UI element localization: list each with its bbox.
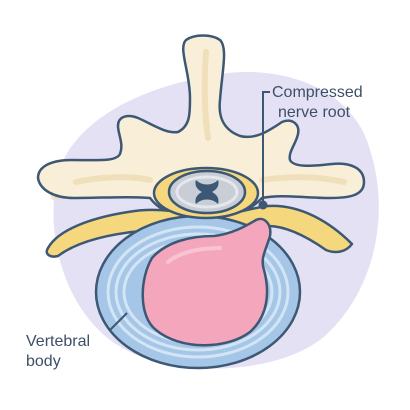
spinal-cord-inner <box>175 175 239 209</box>
herniated-nucleus <box>141 217 272 347</box>
nerve-label-line1: Compressed <box>272 84 363 101</box>
body-label-leader <box>109 312 128 331</box>
annulus-ring-2 <box>114 232 282 352</box>
body-label-line2: body <box>26 353 61 370</box>
spinous-shading <box>201 49 211 141</box>
gray-matter <box>195 180 219 204</box>
annulus-ring-1 <box>106 225 290 359</box>
nerve-label-leader <box>262 91 270 205</box>
nerve-label-line2: nerve root <box>278 104 351 121</box>
arch-shading-right <box>259 174 347 185</box>
body-label-line1: Vertebral <box>26 333 90 350</box>
nucleus-highlight <box>166 246 222 264</box>
arch-shading-left <box>73 174 153 185</box>
